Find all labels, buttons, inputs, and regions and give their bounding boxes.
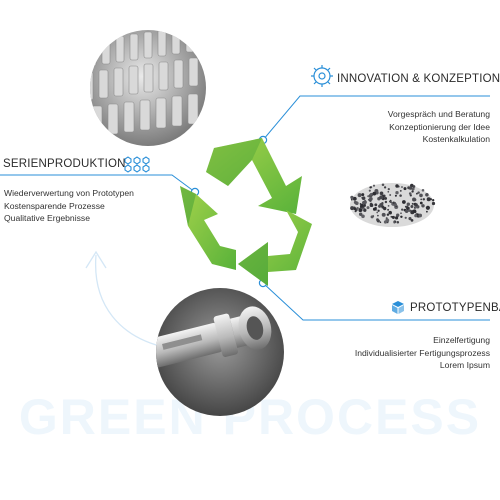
serienproduktion-line-1: Wiederverwertung von Prototypen: [4, 188, 134, 198]
innovation-line-1: Vorgespräch und Beratung: [387, 109, 490, 119]
prototypenbau-line-1: Einzelfertigung: [433, 335, 490, 345]
prototypenbau-description: Einzelfertigung Individualisierter Ferti…: [355, 334, 490, 372]
hexagons-icon: [124, 156, 150, 173]
serienproduktion-description: Wiederverwertung von Prototypen Kostensp…: [4, 187, 134, 225]
granulate-photo: [350, 183, 436, 227]
serienproduktion-title: SERIENPRODUKTION: [3, 158, 126, 170]
innovation-description: Vorgespräch und Beratung Konzeptionierun…: [388, 108, 490, 146]
innovation-line-3: Kostenkalkulation: [422, 134, 490, 144]
innovation-line-2: Konzeptionierung der Idee: [389, 121, 490, 132]
brain-gear-icon: [311, 65, 333, 87]
serienproduktion-line-3: Qualitative Ergebnisse: [4, 213, 90, 223]
prototypenbau-line-2: Individualisierter Fertigungsprozess: [354, 347, 490, 358]
recycle-icon: [180, 138, 312, 286]
innovation-title: INNOVATION & KONZEPTION: [337, 73, 500, 85]
cycle-guide-arrow: [85, 250, 169, 349]
prototype-part-photo: [156, 288, 284, 416]
prototypenbau-line-3: Lorem Ipsum: [439, 360, 490, 370]
cube-icon: [392, 301, 404, 314]
serial-parts-photo: [90, 30, 206, 146]
prototypenbau-title: PROTOTYPENBAU: [410, 302, 500, 314]
serienproduktion-line-2: Kostensparende Prozesse: [4, 200, 105, 211]
